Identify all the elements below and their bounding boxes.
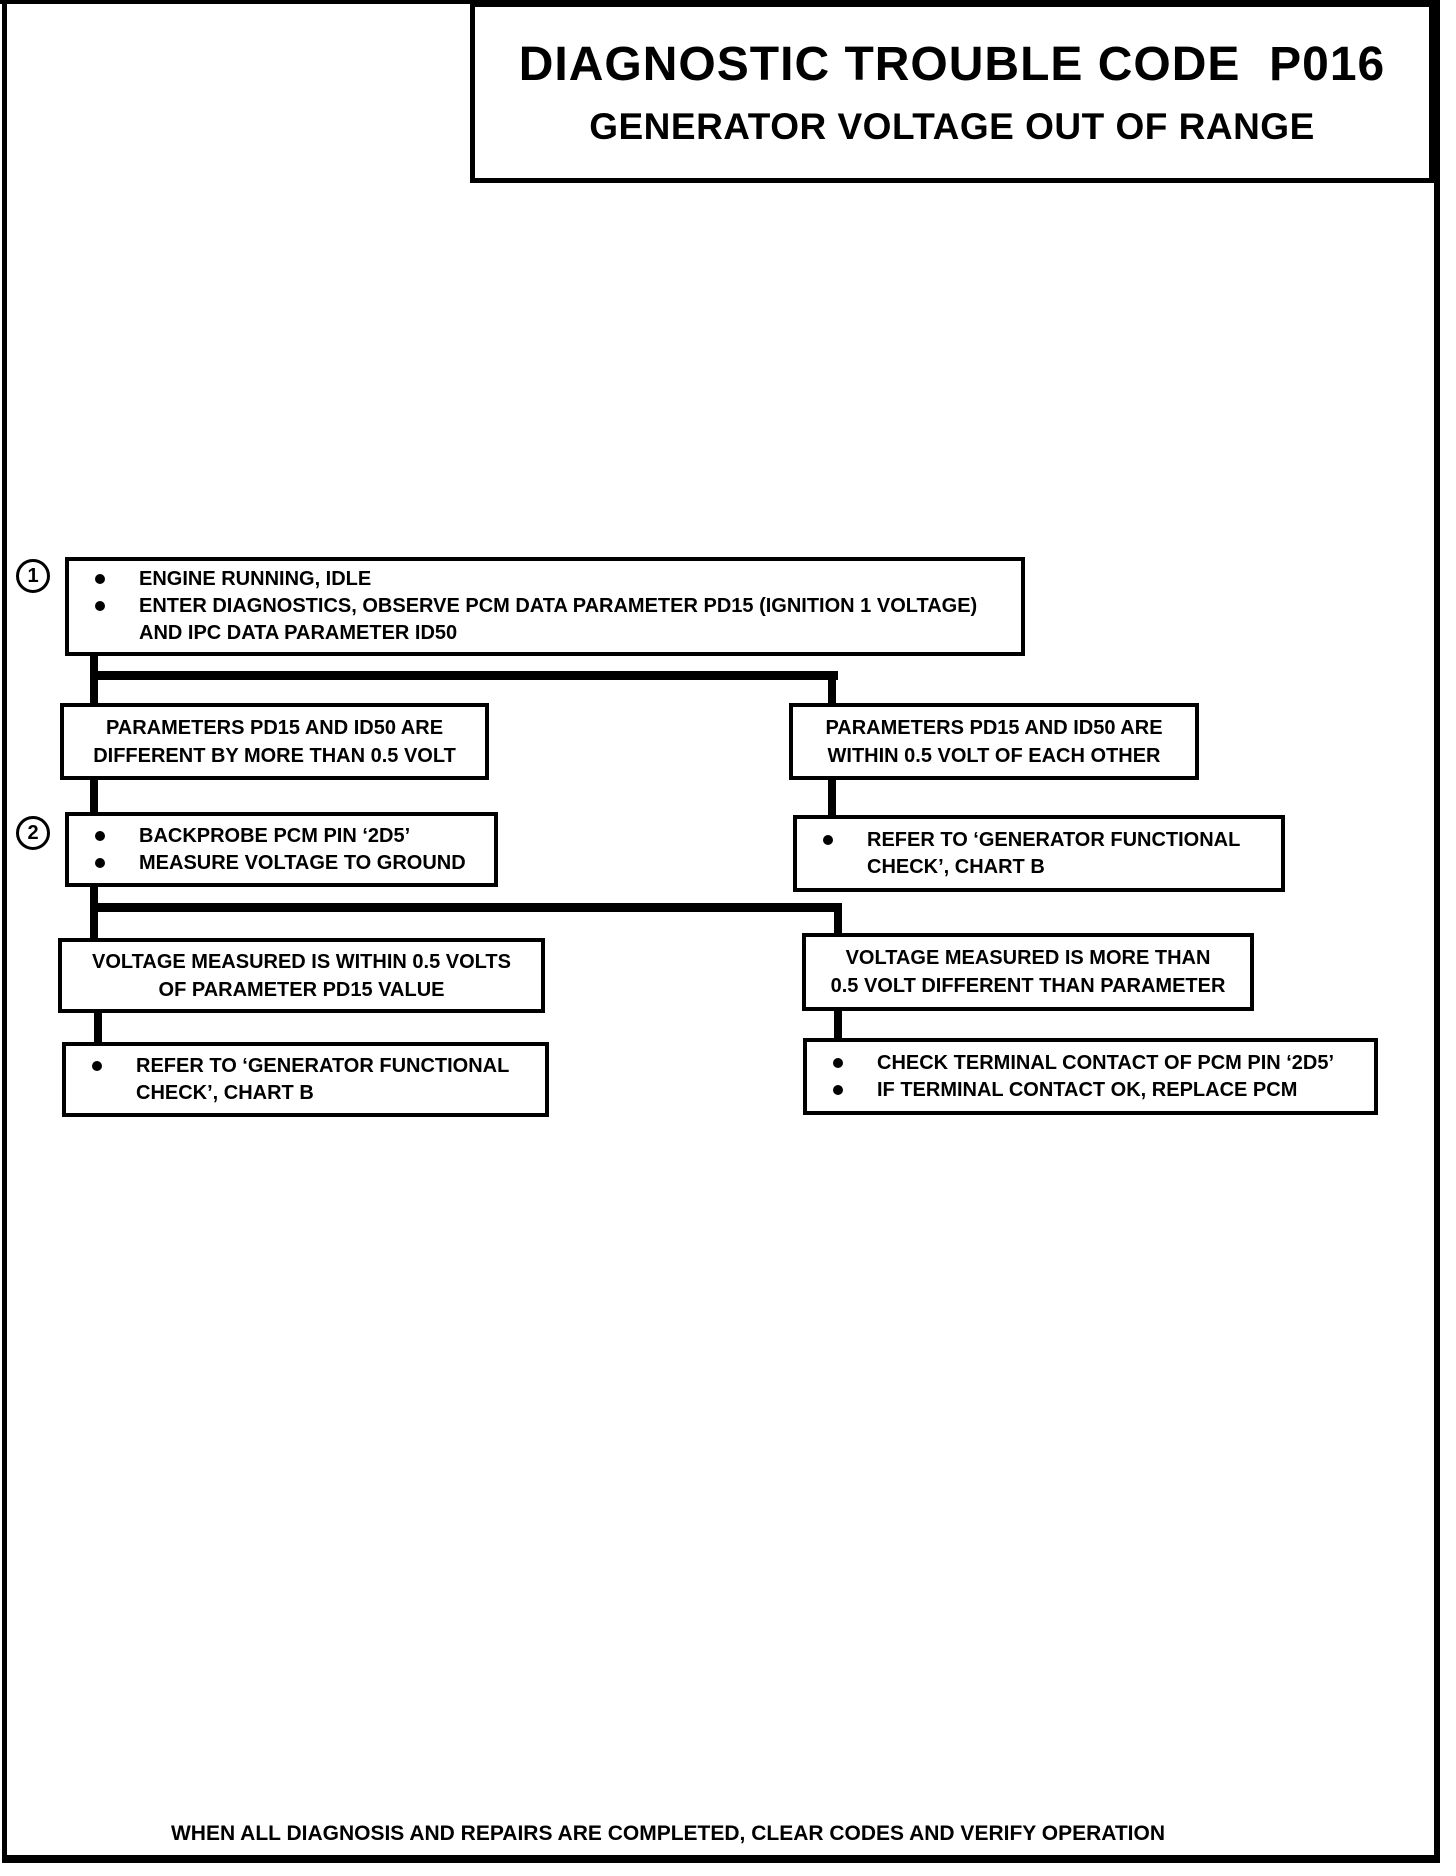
branch-text: VOLTAGE MEASURED IS MORE THAN bbox=[845, 947, 1211, 969]
bullet-text: IF TERMINAL CONTACT OK, REPLACE PCM bbox=[877, 1078, 1298, 1101]
branch-text: OF PARAMETER PD15 VALUE bbox=[158, 978, 445, 1001]
branch-text: DIFFERENT BY MORE THAN 0.5 VOLT bbox=[93, 744, 456, 767]
bullet-text: BACKPROBE PCM PIN ‘2D5’ bbox=[139, 824, 411, 847]
bullet-text: ENGINE RUNNING, IDLE bbox=[139, 568, 372, 590]
connector-line bbox=[90, 671, 838, 680]
bullet-dot-icon bbox=[833, 1057, 843, 1068]
bullet-dot-icon bbox=[823, 834, 833, 845]
bullet-text: CHECK TERMINAL CONTACT OF PCM PIN ‘2D5’ bbox=[877, 1051, 1335, 1074]
branch-text: PARAMETERS PD15 AND ID50 ARE bbox=[825, 716, 1163, 739]
bullet-text: ENTER DIAGNOSTICS, OBSERVE PCM DATA PARA… bbox=[139, 595, 978, 644]
flowbox-branch1-left: PARAMETERS PD15 AND ID50 ARE DIFFERENT B… bbox=[60, 703, 489, 780]
bullet-item: IF TERMINAL CONTACT OK, REPLACE PCM bbox=[807, 1077, 1374, 1104]
step-number-circle-2: 2 bbox=[16, 816, 50, 850]
bullet-dot-icon bbox=[833, 1084, 843, 1095]
step-number-2: 2 bbox=[27, 821, 39, 844]
bullet-item: REFER TO ‘GENERATOR FUNCTIONAL CHECK’, C… bbox=[797, 827, 1281, 881]
flowbox-action2-left: REFER TO ‘GENERATOR FUNCTIONAL CHECK’, C… bbox=[62, 1042, 549, 1117]
bullet-item: BACKPROBE PCM PIN ‘2D5’ bbox=[69, 823, 494, 850]
flowbox-branch1-right: PARAMETERS PD15 AND ID50 ARE WITHIN 0.5 … bbox=[789, 703, 1199, 780]
bullet-item: ENGINE RUNNING, IDLE bbox=[69, 566, 1021, 593]
bullet-item: REFER TO ‘GENERATOR FUNCTIONAL CHECK’, C… bbox=[66, 1053, 545, 1107]
connector-line bbox=[94, 1012, 102, 1045]
bullet-dot-icon bbox=[95, 574, 105, 584]
flowbox-branch2-right: VOLTAGE MEASURED IS MORE THAN 0.5 VOLT D… bbox=[802, 933, 1254, 1011]
bullet-dot-icon bbox=[95, 601, 105, 611]
step-number-1: 1 bbox=[27, 564, 39, 587]
bullet-text: REFER TO ‘GENERATOR FUNCTIONAL CHECK’, C… bbox=[136, 1054, 509, 1104]
bullet-text: REFER TO ‘GENERATOR FUNCTIONAL CHECK’, C… bbox=[867, 828, 1240, 878]
bullet-dot-icon bbox=[92, 1060, 102, 1071]
step-number-circle-1: 1 bbox=[16, 559, 50, 593]
connector-line bbox=[834, 1010, 842, 1041]
branch-text: 0.5 VOLT DIFFERENT THAN PARAMETER bbox=[830, 975, 1226, 997]
branch-text: VOLTAGE MEASURED IS WITHIN 0.5 VOLTS bbox=[92, 950, 511, 973]
connector-line bbox=[90, 903, 842, 912]
bullet-dot-icon bbox=[95, 857, 105, 868]
connector-line bbox=[834, 903, 842, 936]
bullet-item: MEASURE VOLTAGE TO GROUND bbox=[69, 850, 494, 877]
connector-line bbox=[828, 671, 836, 706]
bullet-item: ENTER DIAGNOSTICS, OBSERVE PCM DATA PARA… bbox=[69, 593, 1021, 647]
flowbox-step1: ENGINE RUNNING, IDLE ENTER DIAGNOSTICS, … bbox=[65, 557, 1025, 656]
title-box: DIAGNOSTIC TROUBLE CODE P016 GENERATOR V… bbox=[470, 2, 1434, 183]
page-border-right bbox=[1434, 2, 1440, 1862]
connector-line bbox=[90, 779, 98, 815]
flowbox-step2: BACKPROBE PCM PIN ‘2D5’ MEASURE VOLTAGE … bbox=[65, 812, 498, 887]
bullet-dot-icon bbox=[95, 830, 105, 841]
bullet-item: CHECK TERMINAL CONTACT OF PCM PIN ‘2D5’ bbox=[807, 1050, 1374, 1077]
flowbox-action2-right: CHECK TERMINAL CONTACT OF PCM PIN ‘2D5’ … bbox=[803, 1038, 1378, 1115]
connector-line bbox=[90, 654, 98, 706]
connector-line bbox=[828, 779, 836, 818]
page-title: DIAGNOSTIC TROUBLE CODE P016 bbox=[518, 38, 1386, 91]
page-border-bottom bbox=[2, 1855, 1440, 1863]
connector-line bbox=[90, 886, 98, 941]
footer-note: WHEN ALL DIAGNOSIS AND REPAIRS ARE COMPL… bbox=[170, 1822, 1166, 1845]
flowbox-branch2-left: VOLTAGE MEASURED IS WITHIN 0.5 VOLTS OF … bbox=[58, 938, 545, 1013]
branch-text: PARAMETERS PD15 AND ID50 ARE bbox=[105, 716, 444, 739]
branch-text: WITHIN 0.5 VOLT OF EACH OTHER bbox=[827, 744, 1161, 767]
page-border-left bbox=[2, 0, 7, 1862]
page-subtitle: GENERATOR VOLTAGE OUT OF RANGE bbox=[589, 106, 1315, 147]
flowbox-action1-right: REFER TO ‘GENERATOR FUNCTIONAL CHECK’, C… bbox=[793, 815, 1285, 892]
bullet-text: MEASURE VOLTAGE TO GROUND bbox=[139, 851, 466, 874]
